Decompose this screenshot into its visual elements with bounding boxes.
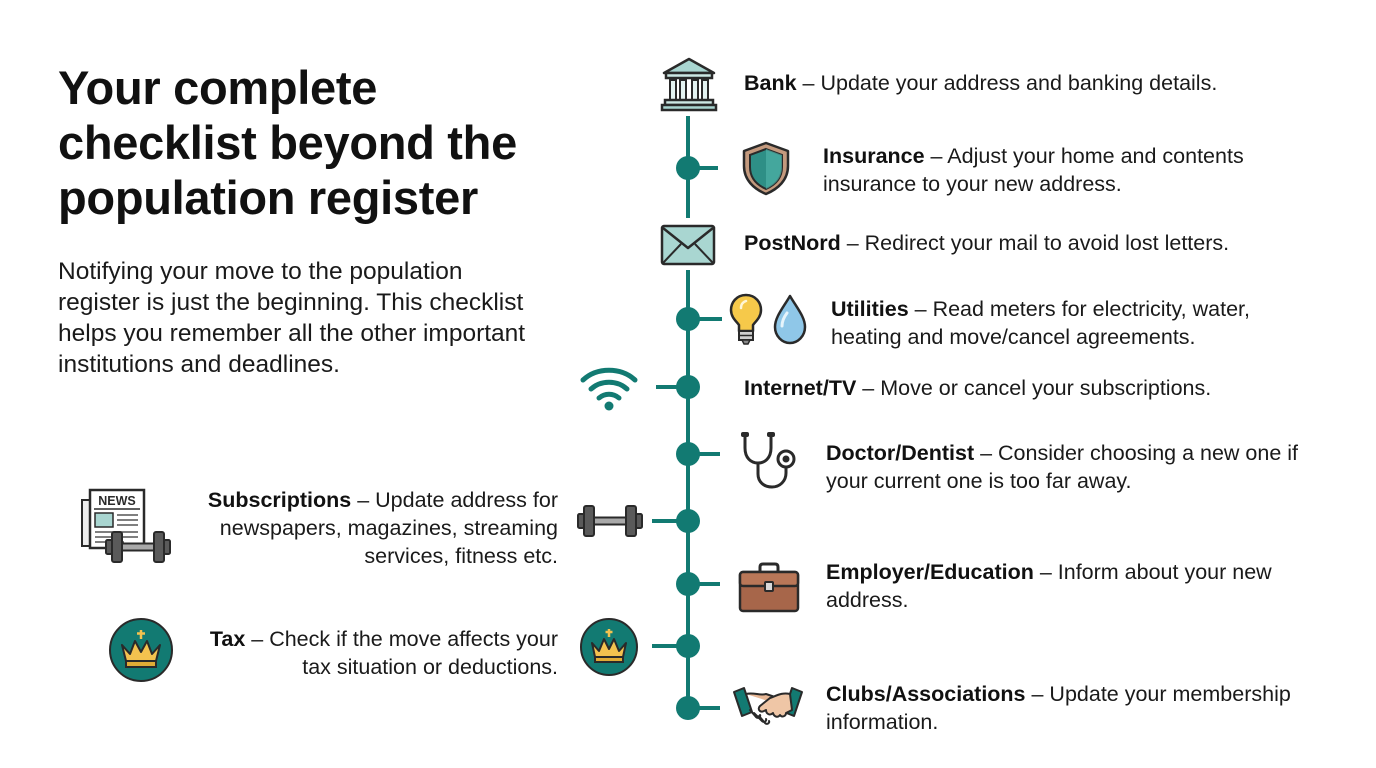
wifi-icon (578, 364, 640, 412)
checklist-item-utilities: Utilities – Read meters for electricity,… (831, 297, 1250, 349)
checklist-item-subscriptions: Subscriptions – Update address for newsp… (207, 488, 558, 568)
item-name: Employer/Education (826, 560, 1034, 584)
item-name: PostNord (744, 231, 841, 255)
intro-text: Notifying your move to the population re… (58, 258, 526, 378)
node-internet (676, 375, 700, 399)
item-name: Bank (744, 71, 797, 95)
checklist-item-tax: Tax – Check if the move affects your tax… (209, 627, 558, 679)
item-desc: Move or cancel your subscriptions. (880, 376, 1212, 400)
envelope-icon (660, 224, 716, 266)
checklist-item-postnord: PostNord – Redirect your mail to avoid l… (744, 231, 1230, 255)
node-fitness (676, 509, 700, 533)
item-desc: Check if the move affects your tax situa… (269, 627, 558, 679)
item-desc: Update your address and banking details. (820, 71, 1218, 95)
item-name: Tax (209, 627, 246, 651)
item-desc: Update address for newspapers, magazines… (219, 488, 558, 568)
crown-icon (108, 617, 174, 683)
shield-icon (740, 140, 792, 196)
checklist-item-clubs: Clubs/Associations – Update your members… (826, 682, 1291, 734)
checklist-item-insurance: Insurance – Adjust your home and content… (823, 144, 1244, 196)
newspaper-dumbbell-icon: NEWS (80, 488, 180, 568)
item-desc: Update your membership information. (826, 682, 1291, 734)
item-name: Internet/TV (744, 376, 857, 400)
lightbulb-icon (729, 293, 763, 345)
dumbbell-icon (576, 502, 644, 540)
checklist-item-bank: Bank – Update your address and banking d… (744, 71, 1218, 95)
node-employer (676, 572, 700, 596)
node-tax (676, 634, 700, 658)
item-name: Clubs/Associations (826, 682, 1026, 706)
checklist-item-internet: Internet/TV – Move or cancel your subscr… (744, 376, 1212, 400)
item-name: Subscriptions (207, 488, 352, 512)
item-desc: Redirect your mail to avoid lost letters… (864, 231, 1230, 255)
dumbbell-icon (105, 531, 171, 563)
item-desc: Adjust your home and contents insurance … (823, 144, 1244, 196)
item-name: Utilities (831, 297, 909, 321)
page-title: Your complete checklist beyond the popul… (58, 61, 517, 224)
water-drop-icon (773, 294, 807, 345)
lightbulb-water-drop-icon (728, 292, 812, 348)
handshake-icon (732, 682, 804, 732)
crown-icon-timeline (579, 617, 639, 677)
news-label: NEWS (98, 494, 136, 508)
item-desc: Read meters for electricity, water, heat… (831, 297, 1250, 349)
item-desc: Consider choosing a new one if your curr… (826, 441, 1299, 493)
bank-icon (660, 56, 718, 112)
stethoscope-icon (738, 430, 800, 492)
checklist-item-employer: Employer/Education – Inform about your n… (826, 560, 1272, 612)
node-clubs (676, 696, 700, 720)
node-doctor (676, 442, 700, 466)
checklist-item-doctor: Doctor/Dentist – Consider choosing a new… (826, 441, 1299, 493)
node-insurance (676, 156, 700, 180)
node-utilities (676, 307, 700, 331)
item-desc: Inform about your new address. (826, 560, 1272, 612)
briefcase-icon (738, 562, 800, 614)
item-name: Doctor/Dentist (826, 441, 975, 465)
item-name: Insurance (823, 144, 925, 168)
